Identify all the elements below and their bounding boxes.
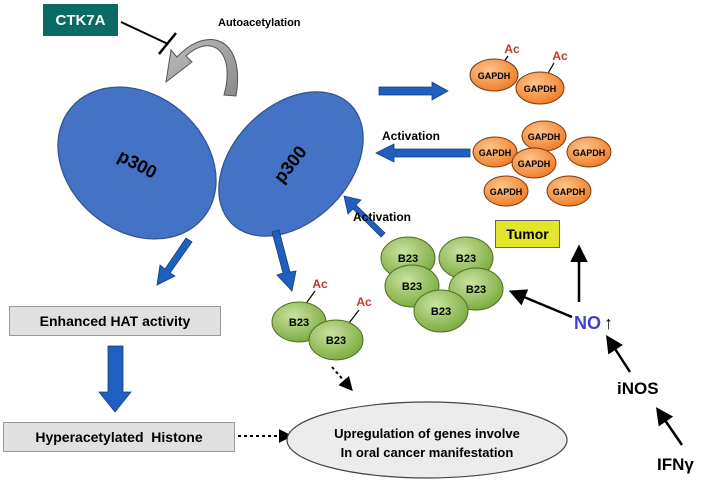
- histone-box: Hyperacetylated Histone: [3, 422, 235, 452]
- no-up-arrow: ↑: [604, 313, 613, 333]
- gapdh-label: GAPDH: [573, 148, 606, 158]
- upregulation-ellipse: [286, 401, 568, 479]
- gapdh-label: GAPDH: [528, 132, 561, 142]
- gapdh-cluster: [472, 120, 612, 207]
- acetylated-gapdh-pair: [469, 55, 565, 105]
- arrow-to-hat-activity: [156, 237, 193, 286]
- gapdh-ac-label-2: Ac: [552, 49, 568, 63]
- arrow-to-acetylated-gapdh: [378, 81, 449, 101]
- gapdh-ac-label-1: Ac: [504, 42, 520, 56]
- inos-label: iNOS: [617, 379, 659, 398]
- b23-label: B23: [466, 284, 486, 296]
- histone-label: Hyperacetylated Histone: [35, 429, 203, 445]
- p300-left: [57, 86, 217, 240]
- b23-label: B23: [456, 253, 476, 265]
- arrow-to-histone: [98, 345, 132, 413]
- arrow-inos-to-no: [606, 335, 632, 373]
- b23-label: B23: [326, 335, 346, 347]
- upregulation-text-line1: Upregulation of genes involve: [334, 426, 520, 441]
- no-label: NO: [574, 313, 601, 333]
- gapdh-label: GAPDH: [478, 71, 511, 81]
- arrow-no-to-b23: [508, 289, 573, 319]
- ctk7a-label: CTK7A: [55, 11, 106, 29]
- gapdh-label: GAPDH: [479, 148, 512, 158]
- arrow-ifng-to-inos: [656, 407, 684, 446]
- arrow-to-acetylated-b23: [271, 229, 297, 292]
- tumor-box: Tumor: [495, 220, 560, 248]
- upregulation-text-line2: In oral cancer manifestation: [341, 445, 514, 460]
- acetylated-b23-pair: [271, 290, 364, 361]
- hat-activity-label: Enhanced HAT activity: [39, 313, 191, 329]
- gapdh-label: GAPDH: [524, 84, 557, 94]
- b23-label: B23: [289, 317, 309, 329]
- gapdh-label: GAPDH: [553, 187, 586, 197]
- b23-ac-label-1: Ac: [312, 277, 328, 291]
- arrow-activation-to-p300: [375, 143, 471, 163]
- activation-label-top: Activation: [382, 129, 440, 143]
- dotted-arrow-b23-to-genes: [331, 366, 353, 392]
- ifng-label: IFNγ: [657, 455, 694, 474]
- p300-right: [218, 91, 364, 237]
- arrow-b23-to-p300: [343, 195, 386, 238]
- b23-label: B23: [398, 253, 418, 265]
- gapdh-label: GAPDH: [518, 159, 551, 169]
- hat-activity-box: Enhanced HAT activity: [9, 306, 221, 336]
- gapdh-label: GAPDH: [490, 187, 523, 197]
- b23-ac-label-2: Ac: [356, 295, 372, 309]
- b23-label: B23: [431, 306, 451, 318]
- b23-label: B23: [402, 281, 422, 293]
- ctk7a-box: CTK7A: [43, 4, 118, 36]
- tumor-label: Tumor: [506, 226, 549, 242]
- activation-label-mid: Activation: [353, 210, 411, 224]
- autoacetylation-arrow: [165, 39, 238, 97]
- b23-cluster: [380, 236, 504, 333]
- autoacetylation-label: Autoacetylation: [218, 17, 301, 29]
- inhibition-line: [120, 21, 177, 55]
